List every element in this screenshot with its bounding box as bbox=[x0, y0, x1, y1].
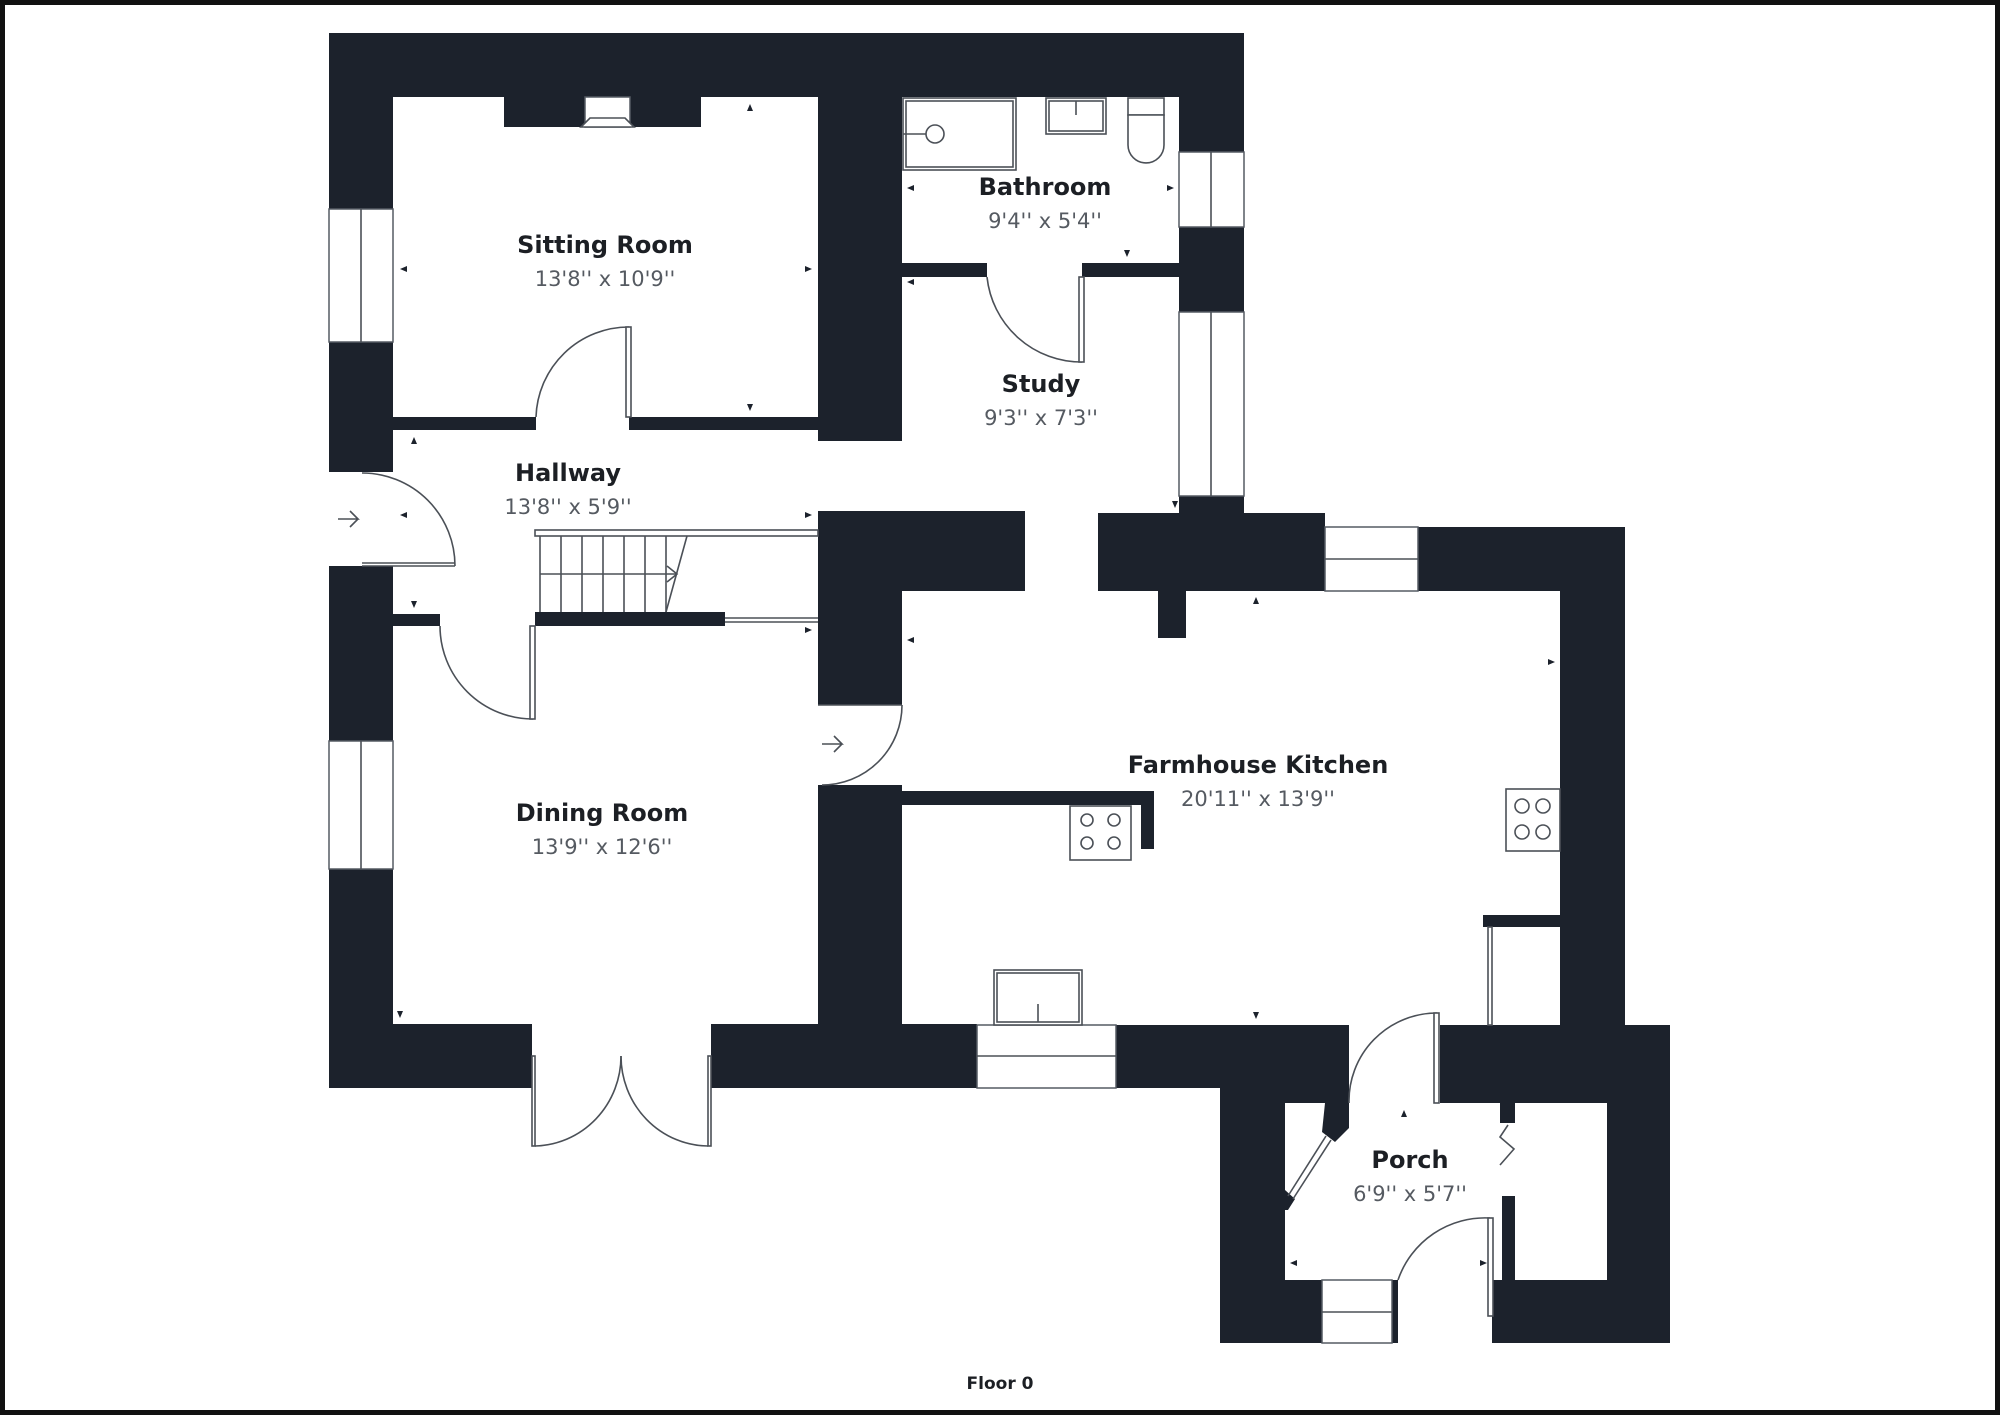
room-dimensions: 20'11'' x 13'9'' bbox=[1181, 787, 1335, 811]
french-door-left-arc bbox=[534, 1055, 622, 1147]
room-name: Bathroom bbox=[979, 173, 1112, 201]
wall-sitting-bottom-right bbox=[629, 417, 818, 430]
wall-larder bbox=[1483, 915, 1560, 927]
room-study: Study 9'3'' x 7'3'' bbox=[984, 370, 1098, 430]
wall-bottom-dining-left bbox=[329, 1024, 532, 1088]
wall-bottom-dining-right bbox=[711, 1024, 977, 1088]
staircase bbox=[534, 529, 819, 613]
wall-sitting-bottom-left bbox=[393, 417, 536, 430]
door-dining-arc bbox=[439, 625, 534, 720]
wall-bath-bottom-right bbox=[1082, 263, 1179, 277]
room-dimensions: 9'4'' x 5'4'' bbox=[988, 209, 1102, 233]
room-name: Farmhouse Kitchen bbox=[1128, 751, 1389, 779]
room-dimensions: 13'8'' x 5'9'' bbox=[504, 495, 631, 519]
windows bbox=[328, 96, 1419, 1344]
wall-porch-angle-top bbox=[1322, 1103, 1349, 1142]
wall-kitchen-top-mid bbox=[1098, 513, 1325, 591]
room-dimensions: 13'9'' x 12'6'' bbox=[532, 835, 673, 859]
wall-porch-bottom-mid bbox=[1392, 1280, 1398, 1343]
entry-arrow-kitchen bbox=[822, 735, 844, 753]
stair-handrail bbox=[534, 529, 819, 537]
wall-dining-kitchen-1 bbox=[818, 591, 902, 705]
door-porch-inner-arc bbox=[1348, 1012, 1438, 1104]
kitchen-hob-island bbox=[1069, 805, 1132, 861]
room-dimensions: 13'8'' x 10'9'' bbox=[535, 267, 676, 291]
room-dimensions: 9'3'' x 7'3'' bbox=[984, 406, 1098, 430]
wall-bottom-kitchen bbox=[1116, 1025, 1349, 1088]
wall-porch-cupboard-top bbox=[1500, 1103, 1515, 1123]
wall-porch-angle-bottom bbox=[1285, 1190, 1295, 1210]
door-kitchen-arc bbox=[821, 704, 903, 786]
wall-porch-bottom-right bbox=[1492, 1280, 1670, 1343]
walls bbox=[329, 33, 1670, 1343]
wall-porch-right bbox=[1607, 1039, 1670, 1280]
wall-kitchen-right bbox=[1560, 527, 1625, 1040]
kitchen-counter bbox=[902, 791, 1154, 805]
shower-drain bbox=[925, 124, 945, 144]
room-sitting-room: Sitting Room 13'8'' x 10'9'' bbox=[517, 231, 693, 291]
wall-hall-dining-right bbox=[535, 612, 725, 626]
room-name: Dining Room bbox=[516, 799, 689, 827]
fireplace bbox=[579, 117, 636, 128]
wall-bath-right-1 bbox=[1179, 97, 1244, 152]
room-name: Sitting Room bbox=[517, 231, 693, 259]
wall-study-right bbox=[1179, 227, 1244, 312]
kitchen-hob-wall bbox=[1505, 788, 1561, 852]
room-dimensions: 6'9'' x 5'7'' bbox=[1353, 1182, 1467, 1206]
room-farmhouse-kitchen: Farmhouse Kitchen 20'11'' x 13'9'' bbox=[1128, 751, 1389, 811]
toilet-cistern bbox=[1127, 97, 1165, 116]
fixtures bbox=[579, 97, 1561, 1026]
wall-porch-top-left bbox=[1285, 1088, 1349, 1103]
doors bbox=[338, 276, 1516, 1317]
room-dining-room: Dining Room 13'9'' x 12'6'' bbox=[516, 799, 689, 859]
room-name: Study bbox=[1002, 370, 1081, 398]
wall-porch-cupboard-side bbox=[1502, 1196, 1515, 1280]
kitchen-counter-return bbox=[1141, 805, 1154, 849]
wall-left-2 bbox=[329, 342, 393, 472]
bifold-door bbox=[1498, 1124, 1516, 1166]
wall-kitchen-stub bbox=[1158, 591, 1186, 638]
kitchen-sink bbox=[993, 969, 1083, 1026]
wall-kitchen-top-left-block bbox=[818, 511, 1025, 591]
room-porch: Porch 6'9'' x 5'7'' bbox=[1353, 1146, 1467, 1206]
wall-left-1 bbox=[329, 97, 393, 209]
wall-bath-bottom-left bbox=[902, 263, 987, 277]
door-sitting-room-arc bbox=[535, 326, 630, 418]
room-name: Porch bbox=[1371, 1146, 1448, 1174]
wall-left-3 bbox=[329, 566, 393, 741]
wall-hall-dining-left bbox=[393, 614, 440, 626]
measurement-ticks bbox=[397, 104, 1555, 1266]
stair-direction-arrow bbox=[666, 565, 679, 583]
french-door-right-arc bbox=[620, 1055, 709, 1147]
door-bathroom-arc bbox=[986, 276, 1083, 363]
wall-porch-left bbox=[1220, 1088, 1285, 1343]
door-porch-front-arc bbox=[1397, 1217, 1491, 1281]
room-name: Hallway bbox=[515, 459, 621, 487]
door-front-arc bbox=[361, 472, 456, 567]
room-bathroom: Bathroom 9'4'' x 5'4'' bbox=[979, 173, 1112, 233]
toilet-bowl bbox=[1127, 114, 1165, 164]
wall-top bbox=[329, 33, 1244, 97]
entry-arrow-front bbox=[338, 510, 360, 528]
wall-porch-bottom-left bbox=[1285, 1280, 1322, 1343]
floor-label: Floor 0 bbox=[967, 1374, 1034, 1394]
wall-central-pillar bbox=[818, 97, 902, 441]
room-hallway: Hallway 13'8'' x 5'9'' bbox=[504, 459, 631, 519]
